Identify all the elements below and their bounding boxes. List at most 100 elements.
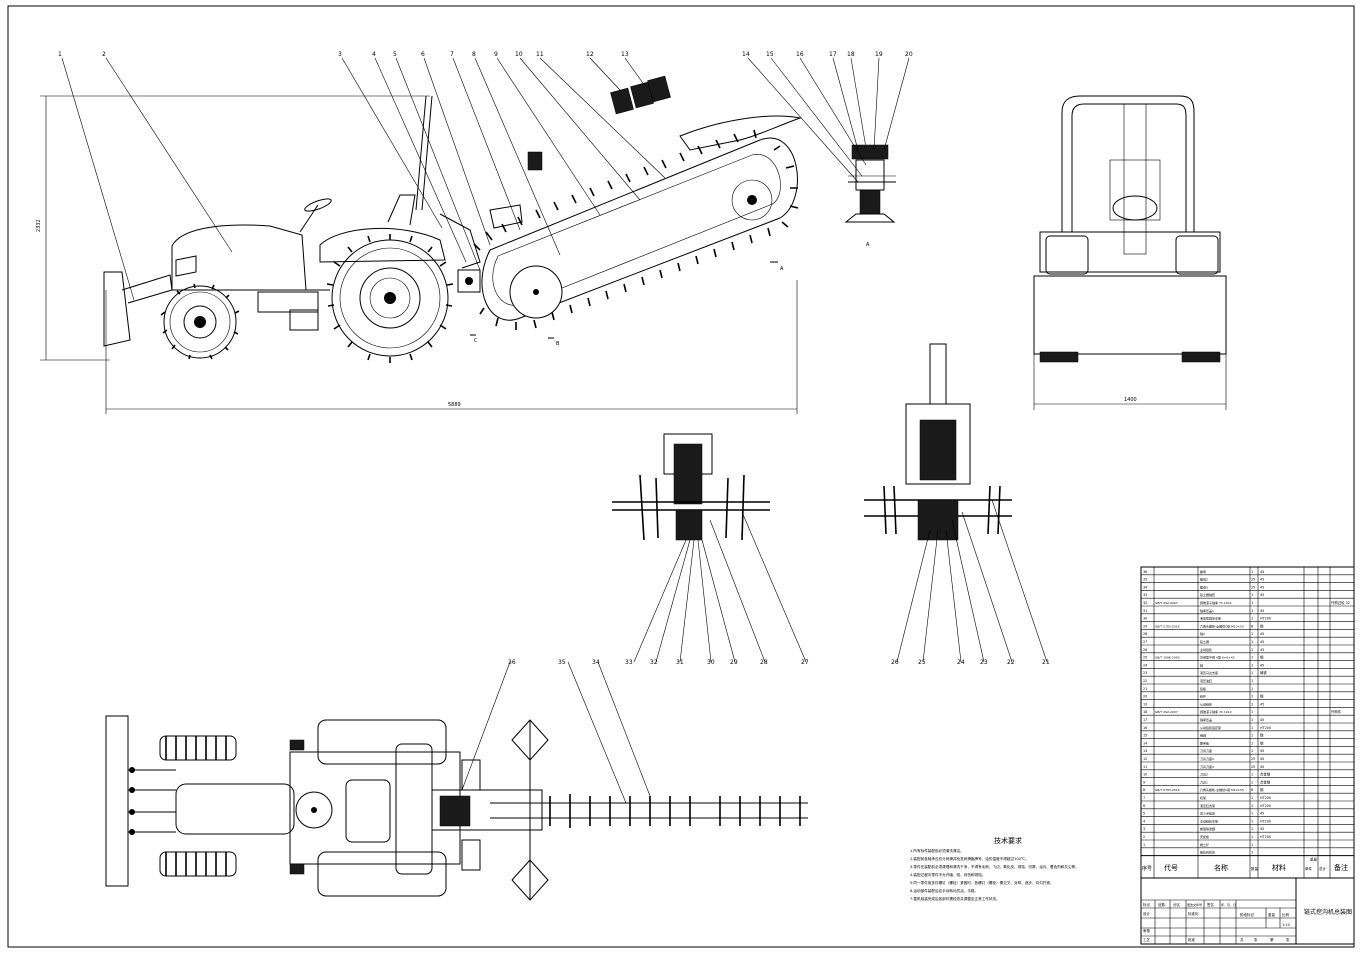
callout-35: 35 [558, 659, 566, 666]
bom-name: 圆锥滚子轴承 7C 1012 [1200, 600, 1232, 605]
detail-cutter-blocks [527, 75, 671, 171]
drawing-border [7, 5, 1355, 948]
bom-name: 从动链轮固定架 [1200, 725, 1221, 730]
bom-name: 螺母3 [1200, 584, 1208, 589]
bom-material: 45 [1260, 718, 1264, 722]
tb-review: 审核 [1143, 928, 1151, 933]
tech-req-2: 2.装配前各轴承应充分润滑并检查润滑脂牌号，油的温度不得超过100℃。 [910, 856, 1029, 861]
callout-31: 31 [676, 659, 684, 666]
tb-sheet-total: 共 [1240, 937, 1244, 942]
bom-header: 备注 [1334, 863, 1348, 872]
bom-qty: 1 [1251, 741, 1253, 745]
bom-qty: 1 [1251, 773, 1253, 777]
front-tire-tread [160, 283, 240, 360]
bom-seq: 9 [1143, 780, 1145, 784]
bom-name: 螺母 [1200, 569, 1206, 574]
bom-name: 轴2 [1200, 631, 1205, 636]
tb-zone: 分区 [1173, 902, 1181, 907]
bom-seq: 27 [1143, 640, 1147, 644]
section-mark-c: C [474, 338, 478, 344]
bom-header: 序号 [1142, 865, 1152, 872]
bom-material: HT200 [1260, 835, 1271, 839]
bom-name: 从动链轮 [1200, 701, 1212, 706]
bom-qty: 1 [1251, 695, 1253, 699]
tb-mark: 标记 [1143, 902, 1151, 907]
bom-name: 普通型平键 A型 6×6×45 [1200, 655, 1235, 660]
bom-material: 45 [1260, 757, 1264, 761]
bom-seq: 6 [1143, 804, 1145, 808]
callout-7: 7 [450, 51, 454, 58]
tb-drawing-name: 链式挖沟机总装图 [1304, 908, 1352, 916]
tb-design: 设计 [1143, 911, 1151, 916]
tb-approve: 批准 [1188, 937, 1196, 942]
callout-29: 29 [730, 659, 738, 666]
bom-name: 销轴 [1200, 733, 1206, 738]
bom-seq: 15 [1143, 734, 1147, 738]
bom-name: 轴 [1200, 662, 1203, 667]
bom-material: 钢 [1260, 787, 1264, 792]
bom-seq: 12 [1143, 757, 1147, 761]
bom-name: 圆锥滚子轴承 7C 1012 [1200, 709, 1232, 714]
bom-header: 单件 [1305, 866, 1313, 871]
bom-qty: 1 [1251, 796, 1253, 800]
bom-name: 主动链轮 [1200, 647, 1212, 652]
tb-count: 处数 [1158, 902, 1166, 907]
bom-header: 代号 [1164, 863, 1178, 872]
bom-name: 链环 [1200, 694, 1206, 699]
tech-req-1: 1.所有标件装配前必须清洗清洁。 [910, 848, 964, 853]
bom-name: 刀具2 [1200, 772, 1208, 777]
bom-material: 45 [1260, 632, 1264, 636]
bom-seq: 34 [1143, 585, 1147, 589]
bom-qty: 1 [1251, 851, 1253, 855]
bom-material: 铸铁 [1260, 670, 1267, 675]
bom-material: 合金钢 [1260, 779, 1271, 784]
technical-requirements: 技术要求 1.所有标件装配前必须清洗清洁。 2.装配前各轴承应充分润滑并检查润滑… [910, 836, 1079, 901]
callout-9: 9 [494, 51, 498, 58]
bom-code: GB/T 1096-2003 [1155, 656, 1180, 660]
bom-name: 主动链轮支架 [1200, 818, 1218, 823]
bom-seq: 18 [1143, 710, 1147, 714]
bom-material: 钢 [1260, 655, 1264, 660]
bom-remark: 外购件 [1331, 709, 1342, 714]
tb-change-doc: 更改文件号 [1187, 902, 1202, 907]
bom-code: GB/T 5783-2016 [1155, 624, 1180, 628]
bom-material: HT200 [1260, 804, 1271, 808]
bom-qty: 1 [1251, 570, 1253, 574]
bom-name: 刀具刀座3 [1200, 764, 1214, 769]
bom-name: 机架 [1200, 795, 1206, 800]
tech-req-title: 技术要求 [994, 836, 1022, 845]
bom-qty: 1 [1251, 718, 1253, 722]
tb-date: 年、月、日 [1221, 902, 1236, 907]
bom-name: 链土器 [1200, 639, 1209, 644]
callout-27: 27 [801, 659, 809, 666]
bom-name: 链土器轴套 [1200, 592, 1215, 597]
bom-seq: 13 [1143, 749, 1147, 753]
bom-material: HT200 [1260, 726, 1271, 730]
tech-req-6: 6.运动部件装配后应手动转动灵活、平稳。 [910, 888, 978, 893]
bom-name: 轴承压盖 [1200, 717, 1212, 722]
bom-name: 刀具刀座 [1200, 748, 1212, 753]
bom-qty: 1 [1251, 780, 1253, 784]
bom-qty: 1 [1251, 648, 1253, 652]
bom-name: 推土铲 [1200, 842, 1209, 847]
bom-name: 六角头螺栓-全螺纹C级 M10×55 [1200, 623, 1244, 628]
bom-material: 45 [1260, 585, 1264, 589]
bom-qty: 1 [1251, 726, 1253, 730]
section-view-auger-right: 26 25 24 23 22 21 [864, 343, 1050, 666]
dim-overall-height: 2332 [36, 219, 42, 232]
